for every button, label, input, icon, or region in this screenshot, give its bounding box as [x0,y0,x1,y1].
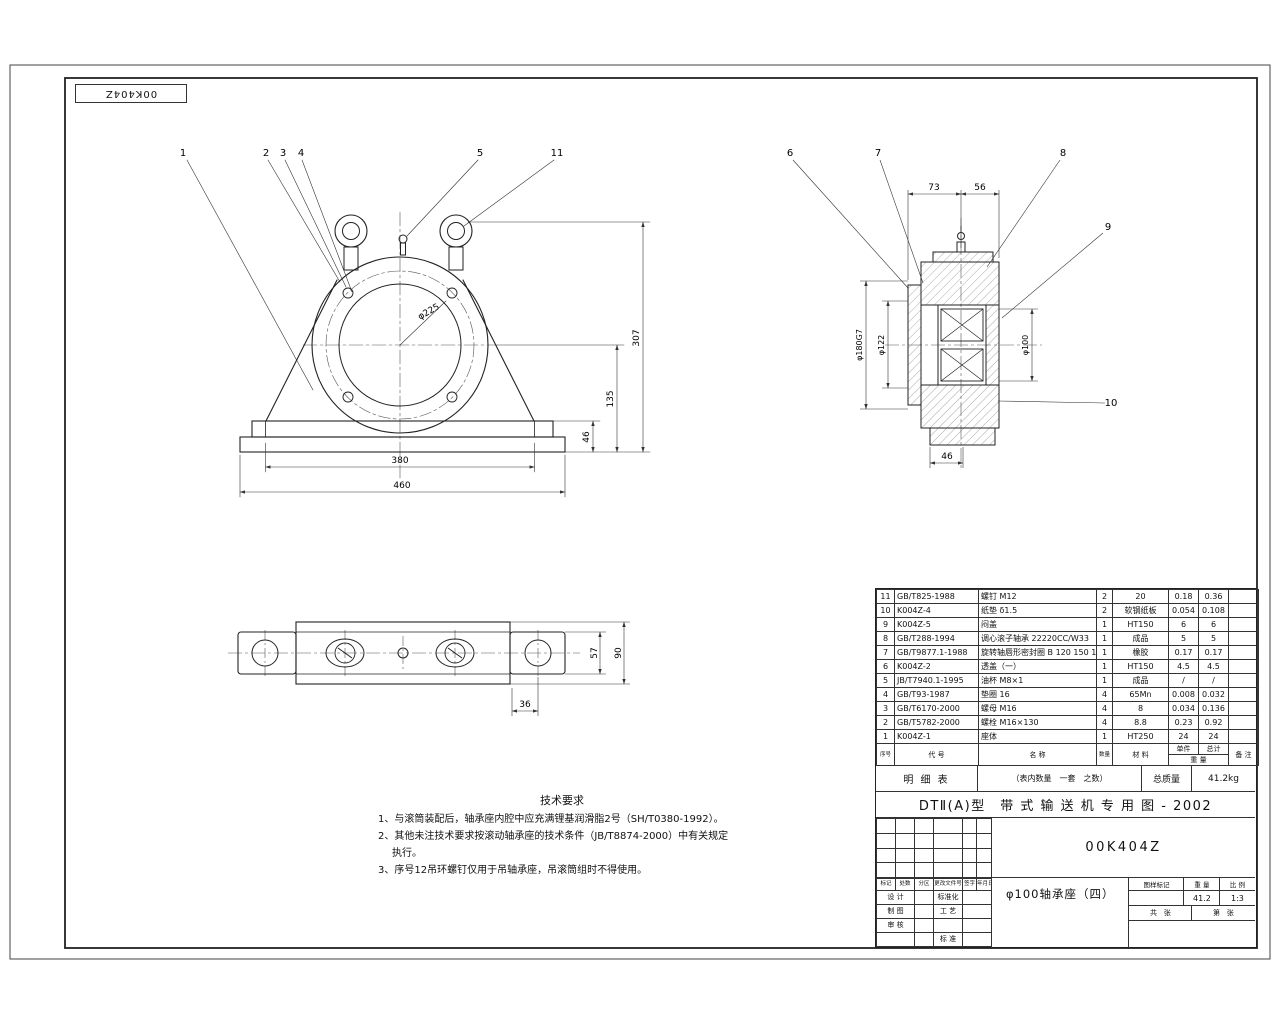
dim-36: 36 [519,700,531,710]
balloon-7: 7 [875,148,881,159]
sheet-frame [9,64,1271,960]
bom-footer-title: 明 细 表 [876,765,978,791]
scale-label: 比 例 [1229,881,1245,889]
balloon-10: 10 [1105,398,1118,409]
tech-req-line: 1、与滚筒装配后，轴承座内腔中应充满锂基润滑脂2号（SH/T0380-1992）… [378,814,724,825]
bom-header-weight: 重 量 [1168,754,1229,766]
bom-header-no: 序号 [876,743,895,766]
role-design: 设 计 [876,890,915,905]
weight-value: 41.2 [1184,891,1221,905]
rev-sign-label: 签字 [962,878,977,891]
grease-cup-icon [398,234,408,256]
balloon-8: 8 [1060,148,1066,159]
eye-bolt-right-icon [439,214,473,271]
role-standard: 标 准 [933,932,963,947]
role-std: 标准化 [933,890,963,905]
dim-46: 46 [582,431,592,443]
dim-46-side: 46 [941,452,953,462]
mark-label: 图样标记 [1129,878,1185,890]
top-view: 57 90 36 [228,621,630,716]
tech-req-line: 3、序号12吊环螺钉仅用于吊轴承座，吊滚筒组时不得使用。 [378,865,648,876]
bom-footer: 明 细 表 （表内数量 一套 之数） 总质量 41.2kg [876,765,1255,791]
revision-and-number: 00K404Z [876,817,1255,878]
side-section-view: 73 56 φ180G7 φ122 φ100 46 6 7 8 9 10 [787,148,1118,468]
dim-460: 460 [393,481,410,491]
technical-requirements: 技术要求 1、与滚筒装配后，轴承座内腔中应充满锂基润滑脂2号（SH/T0380-… [378,792,746,879]
tech-req-line: 2、其他未注技术要求按滚动轴承座的技术条件（JB/T8874-2000）中有关规… [378,831,729,842]
front-view: φ225 380 460 46 135 307 1 2 3 4 5 11 [180,148,651,498]
rev-zone-label: 分区 [914,878,934,891]
dim-dia100: φ100 [1021,335,1030,356]
dim-56: 56 [974,183,986,193]
rev-mark-label: 标记 [876,878,896,891]
drawing-title: DTⅡ(A)型 带 式 输 送 机 专 用 图 - 2002 [876,791,1255,817]
weight-label: 重 量 [1184,878,1221,890]
bom-header-material: 材 料 [1112,743,1169,766]
tech-req-title: 技术要求 [540,794,584,807]
bom-header-total: 总计 [1198,743,1229,755]
role-draft: 制 图 [876,904,915,919]
balloon-2: 2 [263,148,269,159]
eye-bolt-left-icon [334,214,368,271]
sheet-number: 第 张 [1212,909,1234,917]
dim-380: 380 [391,456,408,466]
balloon-1: 1 [180,148,186,159]
rev-date-label: 年月日 [976,878,992,891]
dim-dia180: φ180G7 [855,329,864,361]
rev-count-label: 处数 [895,878,915,891]
dim-73: 73 [928,183,939,193]
scale-value: 1:3 [1231,893,1244,903]
dim-dia225: φ225 [416,302,441,322]
revision-grid [876,818,992,878]
bom-header-code: 代 号 [894,743,979,766]
role-process: 工 艺 [933,904,963,919]
balloon-4: 4 [298,148,304,159]
dim-90: 90 [614,647,624,659]
role-check: 审 核 [876,918,915,933]
bom-header-unit: 单件 [1168,743,1199,755]
balloon-5: 5 [477,148,483,159]
dim-dia122: φ122 [877,335,886,356]
info-block: 图样标记 重 量 比 例 41.2 1:3 共 张 第 张 [1129,878,1255,949]
total-weight-value: 41.2kg [1192,765,1255,791]
bom-header: 序号 代 号 名 称 数量 材 料 单件 总计 备 注 重 量 [876,743,1259,766]
corner-code-box: 00K404Z [75,84,187,103]
balloon-3: 3 [280,148,286,159]
part-name: φ100轴承座（四） [991,878,1130,949]
drawing-number: 00K404Z [991,818,1255,877]
rev-docno-label: 更改文件号 [933,878,963,891]
tech-req-line: 执行。 [392,848,422,859]
corner-code-text: 00K404Z [104,88,158,99]
bom-header-qty: 数量 [1096,743,1113,766]
total-weight-label: 总质量 [1142,765,1192,791]
balloon-11: 11 [551,148,564,159]
balloon-6: 6 [787,148,793,159]
dim-307: 307 [632,329,642,346]
sheets-total: 共 张 [1129,906,1193,920]
balloon-9: 9 [1105,222,1111,233]
dim-57: 57 [590,647,600,658]
bom-footer-note: （表内数量 一套 之数） [978,765,1142,791]
dim-135: 135 [606,390,616,407]
bom-header-remark: 备 注 [1228,743,1259,766]
bom-header-name: 名 称 [978,743,1097,766]
